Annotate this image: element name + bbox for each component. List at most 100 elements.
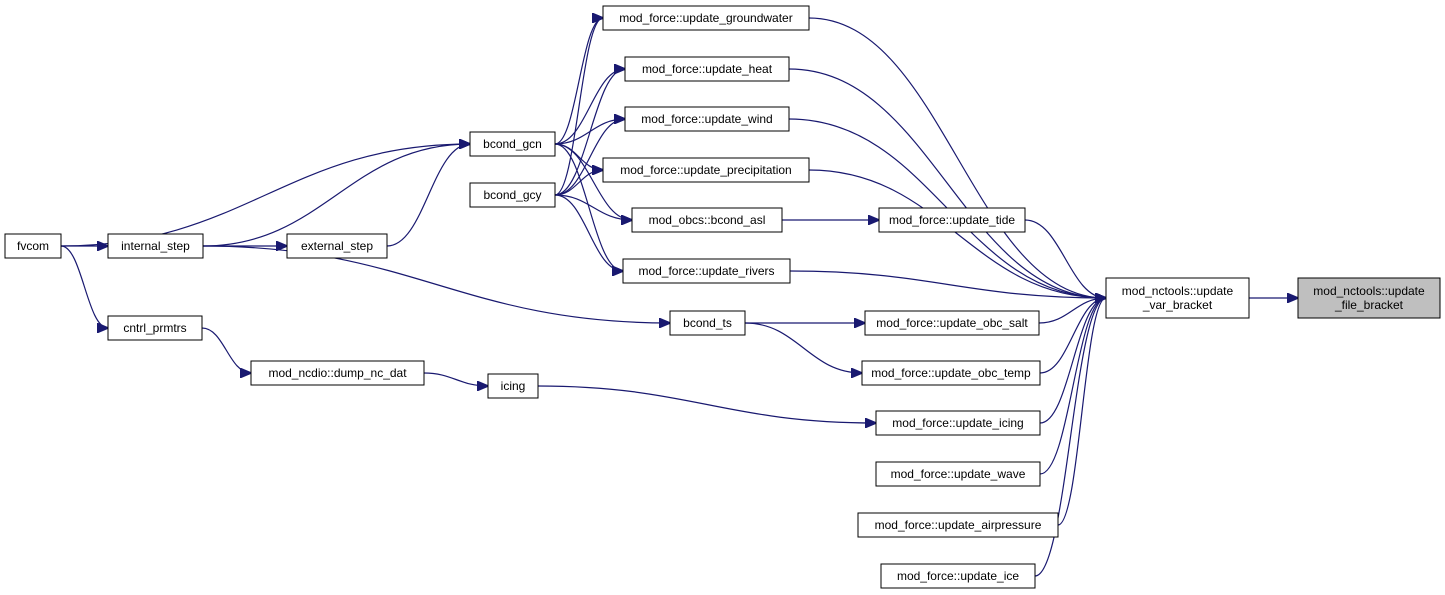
node-update_obc_temp[interactable]: mod_force::update_obc_temp (861, 360, 1041, 386)
edge-update_tide-to-update_var_bracket (1024, 219, 1106, 298)
node-box (4, 233, 62, 259)
node-label: mod_force::update_precipitation (620, 163, 791, 177)
node-label: mod_force::update_wave (891, 467, 1026, 481)
node-label: cntrl_prmtrs (123, 321, 186, 335)
node-label: _var_bracket (1142, 298, 1213, 312)
edge-update_ice-to-update_var_bracket (1034, 298, 1106, 577)
edge-bcond_gcy-to-update_groundwater (554, 18, 603, 196)
node-internal_step[interactable]: internal_step (107, 233, 204, 259)
node-icing[interactable]: icing (487, 373, 539, 399)
node-update_groundwater[interactable]: mod_force::update_groundwater (602, 5, 810, 31)
node-box (880, 563, 1036, 589)
edge-update_precipitation-to-update_var_bracket (808, 169, 1106, 298)
node-box (602, 5, 810, 31)
node-box (602, 157, 810, 183)
node-label: mod_nctools::update (1122, 284, 1234, 298)
node-label: mod_nctools::update (1313, 284, 1425, 298)
node-box (624, 106, 790, 132)
edge-cntrl_prmtrs-to-dump_nc_dat (201, 327, 251, 373)
node-label: mod_force::update_rivers (638, 264, 774, 278)
edge-update_groundwater-to-update_var_bracket (808, 17, 1106, 298)
node-update_airpressure[interactable]: mod_force::update_airpressure (857, 512, 1059, 538)
node-fvcom[interactable]: fvcom (4, 233, 62, 259)
edge-update_heat-to-update_var_bracket (788, 68, 1106, 298)
node-dump_nc_dat[interactable]: mod_ncdio::dump_nc_dat (250, 360, 425, 386)
edge-update_rivers-to-update_var_bracket (789, 270, 1106, 298)
node-box (624, 56, 790, 82)
node-label: fvcom (17, 239, 49, 253)
node-box (622, 258, 791, 284)
node-bcond_ts[interactable]: bcond_ts (669, 310, 746, 336)
node-label: mod_force::update_obc_salt (876, 316, 1028, 330)
node-box (487, 373, 539, 399)
node-box (469, 131, 556, 157)
edge-fvcom-to-bcond_gcn (60, 144, 470, 247)
edge-bcond_gcy-to-update_rivers (554, 194, 623, 271)
edge-update_icing-to-update_var_bracket (1039, 298, 1106, 424)
node-bcond_gcy[interactable]: bcond_gcy (469, 182, 556, 208)
node-box (669, 310, 746, 336)
node-external_step[interactable]: external_step (286, 233, 388, 259)
edge-fvcom-to-cntrl_prmtrs (60, 245, 108, 328)
node-box (878, 207, 1026, 233)
node-update_tide[interactable]: mod_force::update_tide (878, 207, 1026, 233)
node-box (857, 512, 1059, 538)
node-label: mod_force::update_tide (889, 213, 1015, 227)
node-cntrl_prmtrs[interactable]: cntrl_prmtrs (107, 315, 203, 341)
edge-bcond_ts-to-update_obc_temp (744, 322, 862, 373)
node-label: external_step (301, 239, 373, 253)
node-update_ice[interactable]: mod_force::update_ice (880, 563, 1036, 589)
node-box (631, 207, 783, 233)
node-update_rivers[interactable]: mod_force::update_rivers (622, 258, 791, 284)
node-box (107, 315, 203, 341)
node-bcond_asl[interactable]: mod_obcs::bcond_asl (631, 207, 783, 233)
node-label: mod_force::update_groundwater (619, 11, 792, 25)
node-label: mod_ncdio::dump_nc_dat (268, 366, 407, 380)
edge-update_wave-to-update_var_bracket (1039, 298, 1106, 475)
node-label: mod_force::update_wind (641, 112, 772, 126)
node-label: mod_obcs::bcond_asl (649, 213, 766, 227)
edge-internal_step-to-bcond_gcn (202, 144, 470, 247)
node-update_file_bracket[interactable]: mod_nctools::update_file_bracket (1297, 277, 1441, 319)
node-update_var_bracket[interactable]: mod_nctools::update_var_bracket (1105, 277, 1250, 319)
node-label: icing (501, 379, 526, 393)
node-box (1105, 277, 1250, 319)
edge-update_airpressure-to-update_var_bracket (1057, 298, 1106, 526)
nodes: fvcom internal_step cntrl_prmtrs external_s… (4, 5, 1441, 589)
node-label: mod_force::update_heat (642, 62, 773, 76)
node-bcond_gcn[interactable]: bcond_gcn (469, 131, 556, 157)
node-label: bcond_ts (683, 316, 732, 330)
edge-bcond_gcy-to-update_precipitation (554, 170, 603, 196)
node-box (250, 360, 425, 386)
node-label: mod_force::update_ice (897, 569, 1019, 583)
node-label: _file_bracket (1334, 298, 1404, 312)
node-box (864, 310, 1040, 336)
node-box (286, 233, 388, 259)
node-box (875, 461, 1041, 487)
node-box (875, 410, 1041, 436)
node-update_icing[interactable]: mod_force::update_icing (875, 410, 1041, 436)
node-label: mod_force::update_airpressure (875, 518, 1042, 532)
node-update_wind[interactable]: mod_force::update_wind (624, 106, 790, 132)
edges (60, 17, 1298, 577)
node-label: mod_force::update_icing (892, 416, 1023, 430)
node-box (1297, 277, 1441, 319)
node-update_obc_salt[interactable]: mod_force::update_obc_salt (864, 310, 1040, 336)
node-update_heat[interactable]: mod_force::update_heat (624, 56, 790, 82)
edge-dump_nc_dat-to-icing (423, 372, 488, 386)
node-box (107, 233, 204, 259)
edge-external_step-to-bcond_gcn (386, 144, 470, 247)
edge-bcond_gcy-to-update_heat (554, 69, 625, 196)
node-label: bcond_gcn (483, 137, 542, 151)
node-box (861, 360, 1041, 386)
edge-bcond_gcn-to-update_groundwater (554, 18, 603, 145)
node-label: mod_force::update_obc_temp (871, 366, 1031, 380)
node-label: bcond_gcy (483, 188, 541, 202)
edge-bcond_gcy-to-update_wind (554, 119, 625, 196)
node-label: internal_step (121, 239, 190, 253)
node-update_precipitation[interactable]: mod_force::update_precipitation (602, 157, 810, 183)
edge-internal_step-to-bcond_ts (202, 245, 670, 323)
node-update_wave[interactable]: mod_force::update_wave (875, 461, 1041, 487)
node-box (469, 182, 556, 208)
